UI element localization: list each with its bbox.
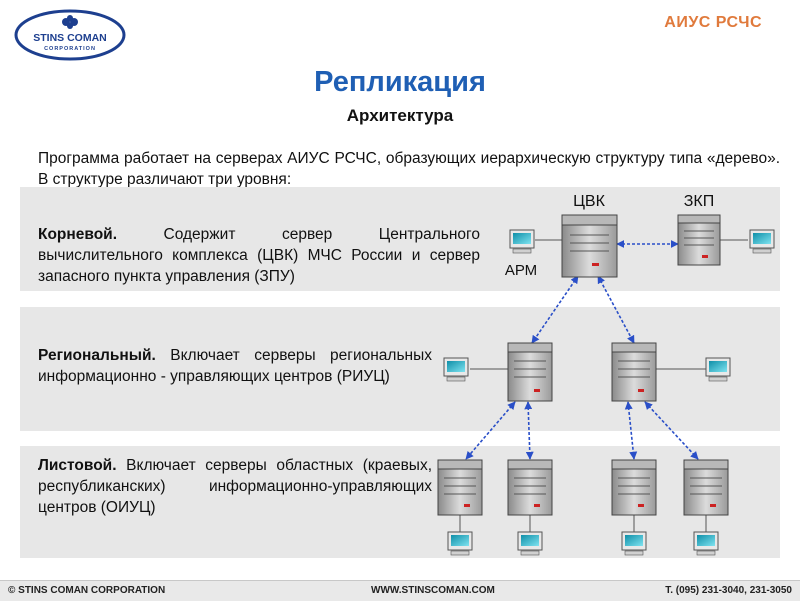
label-arm: АРМ [505,262,537,279]
logo-text: STINS COMAN [33,32,107,44]
level-regional-name: Региональный. [38,347,156,364]
server-cvk-icon [561,214,618,278]
intro-text: Программа работает на серверах АИУС РСЧС… [38,150,780,188]
logo-emblem-icon [62,15,78,29]
level-leaf-name: Листовой. [38,457,117,474]
workstation-oiuc-3-icon [621,531,647,556]
link-riuc2-oiuc4 [644,401,699,460]
level-root-description: Содержит сервер Центрального вычислитель… [38,226,480,285]
workstation-riuc-2-icon [705,357,731,382]
link-riuc2-oiuc3 [624,401,638,460]
workstation-arm-icon [509,229,535,254]
link-cvk-riuc2 [597,275,635,344]
level-regional-description: Включает серверы региональных информацио… [38,347,432,385]
workstation-oiuc-2-icon [517,531,543,556]
company-logo: STINS COMAN CORPORATION [14,9,126,61]
level-band-root [20,187,780,291]
footer-website-link[interactable]: WWW.STINSCOMAN.COM [371,585,495,596]
link-cvk-riuc1 [531,275,579,344]
server-zkp-icon [677,214,721,266]
workstation-oiuc-4-icon [693,531,719,556]
level-regional-text: Региональный. Включает серверы региональ… [38,345,432,387]
workstation-oiuc-1-icon [447,531,473,556]
page-title: Репликация [314,66,486,98]
level-root-text: Корневой. Содержит сервер Центрального в… [38,224,480,287]
link-riuc1-oiuc1 [465,401,516,460]
replication-diagram: ЦВК ЗКП АРМ [437,193,775,556]
level-leaf-text: Листовой. Включает серверы областных (кр… [38,455,432,518]
server-oiuc-3-icon [611,459,657,516]
page-subtitle: Архитектура [346,106,454,125]
server-oiuc-4-icon [683,459,729,516]
server-riuc-1-icon [507,342,553,402]
server-oiuc-1-icon [437,459,483,516]
brand-label: АИУС РСЧС [664,14,762,31]
server-oiuc-2-icon [507,459,553,516]
label-zkp: ЗКП [684,193,714,210]
workstation-riuc-1-icon [443,357,469,382]
level-leaf-description: Включает серверы областных (краевых, рес… [38,457,432,516]
server-riuc-2-icon [611,342,657,402]
link-riuc1-oiuc2 [524,401,534,460]
level-root-name: Корневой. [38,226,118,243]
footer-phone: Т. (095) 231-3040, 231-3050 [665,585,792,596]
label-cvk: ЦВК [573,193,606,210]
footer-copyright: © STINS COMAN CORPORATION [8,585,166,596]
footer: © STINS COMAN CORPORATION WWW.STINSCOMAN… [0,580,800,601]
workstation-zkp-icon [749,229,775,254]
logo-subtext: CORPORATION [44,46,96,52]
